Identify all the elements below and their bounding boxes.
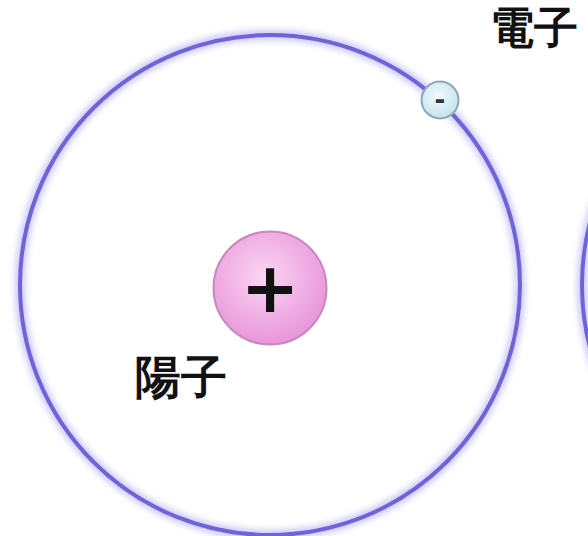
proton-sign: + — [212, 230, 328, 346]
electron-orbit — [20, 35, 520, 535]
electron-label: 電子 — [490, 4, 578, 52]
orbit-glow — [20, 35, 520, 535]
neighbor-orbit — [582, 35, 588, 535]
electron-sign: - — [420, 80, 460, 120]
proton-label: 陽子 — [135, 352, 227, 403]
electron-circle: -電子 — [420, 80, 460, 120]
neighbor-orbit-glow — [582, 35, 588, 535]
proton-circle: +陽子 — [212, 230, 328, 346]
